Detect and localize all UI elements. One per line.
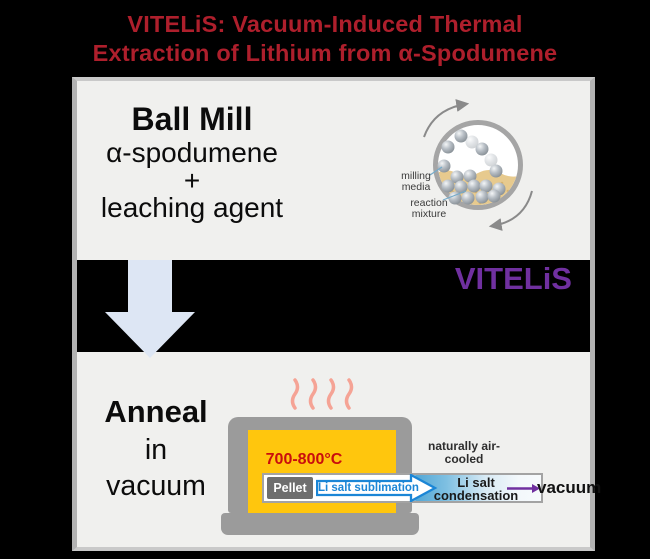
vitelis-brand: VITELiS — [454, 261, 572, 296]
ball-mill-section-text: Ball Mill α-spodumene + leaching agent — [78, 99, 306, 222]
vacuum-arrow-icon — [507, 484, 540, 493]
reagent-alpha-spodumene: α-spodumene — [106, 137, 278, 168]
vacuum-label: vacuum — [537, 478, 602, 497]
cooling-label: naturally air-cooled — [427, 439, 501, 466]
condensation-label: Li salt condensation — [433, 475, 519, 503]
anneal-heading: Anneal — [104, 394, 208, 429]
furnace-base — [221, 513, 419, 535]
milling-media-label: milling media — [401, 170, 431, 193]
reaction-mixture-leader-line — [442, 190, 467, 201]
figure-title: VITELiS: Vacuum-Induced Thermal Extracti… — [0, 10, 650, 67]
ball-mill-heading: Ball Mill — [131, 101, 253, 137]
milling-media-balls — [437, 129, 506, 205]
plus-sign: + — [183, 164, 201, 196]
reagent-leaching-agent: leaching agent — [100, 192, 284, 223]
milling-media-leader-line — [429, 166, 443, 176]
rotation-arrow-bottom-icon — [488, 190, 533, 231]
reaction-mixture-label: reaction mixture — [410, 197, 448, 220]
ball-mill-icon — [423, 99, 533, 231]
down-arrow-icon — [105, 260, 195, 358]
anneal-line-vacuum: vacuum — [106, 470, 206, 502]
pellet-box: Pellet — [267, 477, 313, 499]
title-line-1: VITELiS: Vacuum-Induced Thermal — [127, 11, 523, 37]
title-line-2: Extraction of Lithium from α-Spodumene — [92, 39, 558, 66]
anneal-section-text: Anneal in vacuum — [77, 392, 235, 504]
sublimation-label: Li salt sublimation — [318, 482, 419, 494]
sublimation-arrow-icon — [316, 474, 438, 502]
anneal-line-in: in — [144, 434, 168, 466]
temperature-label: 700-800°C — [265, 451, 343, 468]
rotation-arrow-top-icon — [423, 99, 470, 138]
heat-waves-icon — [290, 378, 354, 410]
